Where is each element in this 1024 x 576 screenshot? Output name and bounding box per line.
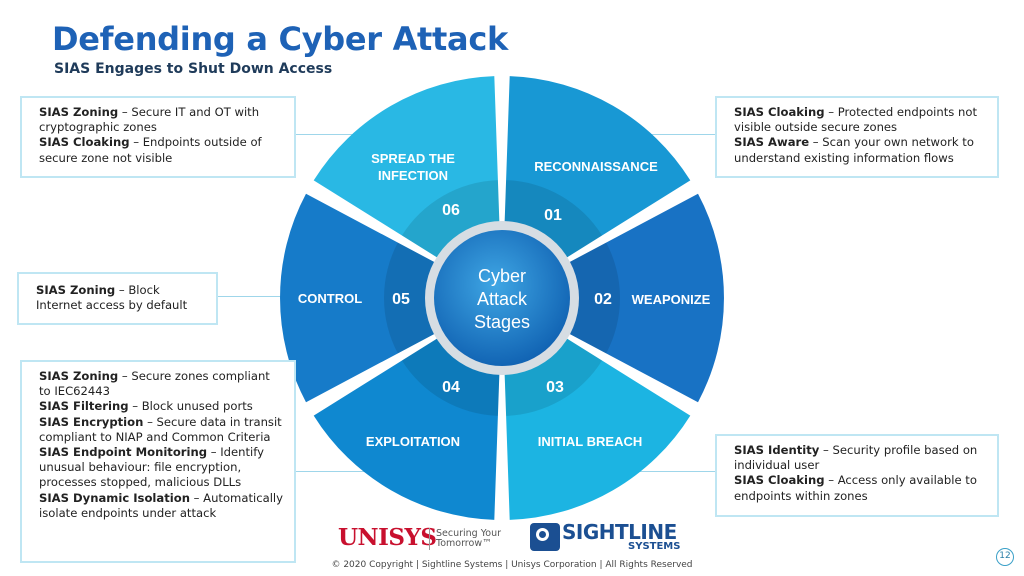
callout-item: SIAS Endpoint Monitoring – Identify unus… <box>39 445 284 491</box>
callout-item-text: – Identify unusual behaviour: file encry… <box>39 445 264 490</box>
center-line-1: Cyber <box>478 266 526 286</box>
stage-segment-weaponize <box>560 193 724 403</box>
footer-copyright: © 2020 Copyright | Sightline Systems | U… <box>331 560 693 570</box>
stage-inner-band-exploitation <box>401 333 500 416</box>
stage-label-initial-breach: INITIAL BREACH <box>538 434 642 449</box>
callout-item-name: SIAS Aware <box>734 135 810 150</box>
sightline-eye-icon <box>530 523 560 551</box>
callout-item-text: – Secure data in transit compliant to NI… <box>39 414 282 444</box>
center-line-2: Attack <box>477 289 528 309</box>
callout-item: SIAS Cloaking – Access only available to… <box>734 473 987 503</box>
stage-label-weaponize: WEAPONIZE <box>632 292 711 307</box>
callout-exploitation: SIAS Zoning – Secure zones compliant to … <box>20 360 296 563</box>
callout-item: SIAS Identity – Security profile based o… <box>734 443 987 473</box>
stage-number-02: 02 <box>594 291 612 308</box>
callout-items: SIAS Zoning – Block Internet access by d… <box>36 283 206 313</box>
callout-item: SIAS Dynamic Isolation – Automatically i… <box>39 491 284 521</box>
connector-mid-left <box>218 296 298 297</box>
callout-item-text: – Protected endpoints not visible outsid… <box>734 105 977 135</box>
callout-item-text: – Automatically isolate endpoints under … <box>39 490 284 520</box>
stage-inner-band-control <box>383 242 444 354</box>
callout-item-text: – Secure zones compliant to IEC62443 <box>39 369 270 399</box>
connector-bottom-right <box>640 471 716 472</box>
center-circle <box>434 230 570 366</box>
stage-label-exploitation: EXPLOITATION <box>366 434 460 449</box>
callout-item: SIAS Zoning – Block Internet access by d… <box>36 283 206 313</box>
stage-segment-control <box>280 193 444 403</box>
stage-number-06: 06 <box>442 202 460 219</box>
callout-item-name: SIAS Dynamic Isolation <box>39 490 190 505</box>
callout-item: SIAS Encryption – Secure data in transit… <box>39 415 284 445</box>
callout-item-text: – Endpoints outside of secure zone not v… <box>39 135 262 165</box>
page-subtitle: SIAS Engages to Shut Down Access <box>54 61 333 77</box>
callout-item-name: SIAS Zoning <box>39 105 119 119</box>
callout-item-name: SIAS Endpoint Monitoring <box>39 445 208 460</box>
sightline-logo: SIGHTLINE <box>562 520 677 544</box>
callout-reconnaissance: SIAS Cloaking – Protected endpoints not … <box>715 96 999 178</box>
callout-item-text: – Block unused ports <box>128 399 253 414</box>
stage-inner-band-reconnaissance <box>504 180 603 263</box>
stage-label-spread-2: INFECTION <box>378 168 448 183</box>
callout-item-text: – Secure IT and OT with cryptographic zo… <box>39 105 260 135</box>
connector-top-right <box>628 134 716 135</box>
callout-item-name: SIAS Encryption <box>39 414 144 429</box>
stage-segment-initial-breach <box>504 333 691 520</box>
callout-item-text: – Block Internet access by default <box>36 283 188 313</box>
stage-label-control: CONTROL <box>298 291 362 306</box>
callout-item: SIAS Zoning – Secure IT and OT with cryp… <box>39 105 284 135</box>
callout-items: SIAS Identity – Security profile based o… <box>734 443 987 504</box>
page-number: 12 <box>996 548 1014 566</box>
center-line-3: Stages <box>474 312 530 332</box>
stage-number-04: 04 <box>442 379 460 396</box>
stage-segment-exploitation <box>313 333 500 520</box>
stage-number-03: 03 <box>546 379 564 396</box>
callout-item: SIAS Zoning – Secure zones compliant to … <box>39 369 284 399</box>
callout-item-name: SIAS Cloaking <box>39 135 130 150</box>
callout-item-name: SIAS Identity <box>734 443 820 457</box>
callout-item-name: SIAS Filtering <box>39 399 129 414</box>
callout-initial-breach: SIAS Identity – Security profile based o… <box>715 434 999 517</box>
callout-item-text: – Scan your own network to understand ex… <box>734 135 974 165</box>
stage-inner-band-spread-infection <box>401 180 500 263</box>
callout-items: SIAS Zoning – Secure IT and OT with cryp… <box>39 105 284 166</box>
logo-divider <box>429 528 430 550</box>
stage-number-05: 05 <box>392 291 410 308</box>
callout-control: SIAS Zoning – Block Internet access by d… <box>17 272 218 325</box>
callout-item: SIAS Filtering – Block unused ports <box>39 399 284 414</box>
callout-items: SIAS Zoning – Secure zones compliant to … <box>39 369 284 521</box>
stage-label-reconnaissance: RECONNAISSANCE <box>534 159 658 174</box>
callout-item-name: SIAS Zoning <box>39 369 119 383</box>
callout-spread-infection: SIAS Zoning – Secure IT and OT with cryp… <box>20 96 296 178</box>
callout-item: SIAS Cloaking – Protected endpoints not … <box>734 105 987 135</box>
connector-top-left <box>296 134 392 135</box>
unisys-tagline-1: Securing Your <box>436 528 502 539</box>
callout-item-text: – Access only available to endpoints wit… <box>734 473 977 503</box>
callout-item-name: SIAS Cloaking <box>734 473 825 488</box>
stage-inner-band-initial-breach <box>504 333 603 416</box>
stage-inner-band-weaponize <box>560 242 621 354</box>
stage-segment-reconnaissance <box>504 76 691 263</box>
stage-number-01: 01 <box>544 207 562 224</box>
sightline-logo-sub: SYSTEMS <box>628 541 681 552</box>
stage-segment-spread-infection <box>313 76 500 263</box>
unisys-logo: UNISYS <box>338 524 437 551</box>
page-title: Defending a Cyber Attack <box>52 20 508 58</box>
callout-item-text: – Security profile based on individual u… <box>734 443 978 473</box>
unisys-tagline-2: Tomorrow™ <box>436 538 492 549</box>
unisys-tagline: Securing Your Tomorrow™ <box>436 529 501 549</box>
connector-bottom-left <box>296 471 366 472</box>
callout-item-name: SIAS Cloaking <box>734 105 825 119</box>
callout-items: SIAS Cloaking – Protected endpoints not … <box>734 105 987 166</box>
callout-item-name: SIAS Zoning <box>36 283 116 297</box>
callout-item: SIAS Aware – Scan your own network to un… <box>734 135 987 165</box>
callout-item: SIAS Cloaking – Endpoints outside of sec… <box>39 135 284 165</box>
stage-label-spread-1: SPREAD THE <box>371 151 455 166</box>
